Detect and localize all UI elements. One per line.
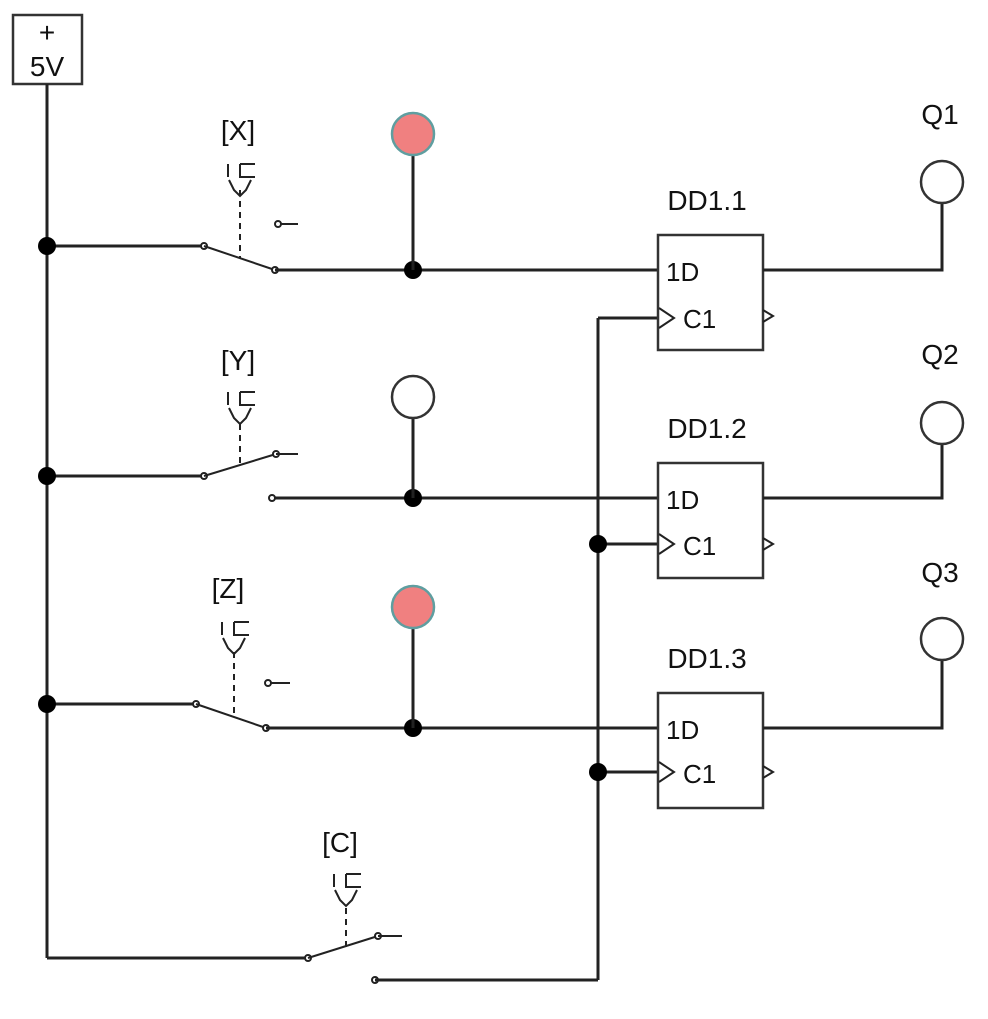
output-q3-lamp: [919, 616, 965, 662]
switch-x-key-label: [X]: [221, 115, 255, 146]
switch-c[interactable]: [C]: [47, 827, 402, 984]
switch-z-blade[interactable]: [195, 703, 267, 729]
dd1-2-label: DD1.2: [667, 413, 746, 444]
switch-z[interactable]: [Z]: [47, 573, 290, 732]
wire-dd2-to-q2: [763, 444, 944, 500]
junction-clock-dd2: [589, 535, 607, 553]
lamp-3-indicator: [390, 584, 436, 630]
power-voltage-label: 5V: [30, 51, 65, 82]
switch-x[interactable]: [X]: [47, 115, 298, 274]
dd1-3-body: [656, 691, 765, 810]
power-plus-symbol: +: [39, 17, 55, 48]
dd1-2-body: [656, 461, 765, 580]
output-q3-label: Q3: [921, 557, 958, 588]
junction-rail-x: [38, 237, 56, 255]
switch-z-contact-high: [264, 679, 272, 687]
dd1-1-body: [656, 233, 765, 352]
dd1-3-label: DD1.3: [667, 643, 746, 674]
switch-y-actuator-icon: [227, 391, 255, 426]
dd1-2-inverted-output-icon: [762, 537, 775, 551]
flipflop-dd1-3: DD1.3 1D C1: [656, 643, 775, 810]
dd1-3-c-pin: C1: [683, 759, 716, 789]
output-q2-label: Q2: [921, 339, 958, 370]
dd1-1-c-pin: C1: [683, 304, 716, 334]
dd1-2-clock-triangle-icon: [658, 533, 676, 555]
junction-rail-z: [38, 695, 56, 713]
lamp-1-indicator: [390, 111, 436, 157]
switch-c-key-label: [C]: [322, 827, 358, 858]
dd1-3-inverted-output-icon: [762, 765, 775, 779]
dd1-1-label: DD1.1: [667, 185, 746, 216]
wire-dd1-to-q1: [763, 202, 944, 272]
output-q1-lamp: [919, 159, 965, 205]
dd1-2-c-pin: C1: [683, 531, 716, 561]
wire-dd3-to-q3: [763, 660, 944, 730]
dd1-3-clock-triangle-icon: [658, 761, 676, 783]
output-q1-label: Q1: [921, 99, 958, 130]
switch-c-blade[interactable]: [307, 935, 379, 959]
dd1-1-inverted-output-icon: [762, 309, 775, 323]
switch-z-key-label: [Z]: [212, 573, 245, 604]
dd1-3-d-pin: 1D: [666, 715, 699, 745]
switch-y-key-label: [Y]: [221, 345, 255, 376]
switch-y-blade[interactable]: [203, 453, 277, 477]
flipflop-dd1-2: DD1.2 1D C1: [656, 413, 775, 580]
switch-x-actuator-icon: [227, 163, 255, 198]
power-source-box: [11, 13, 84, 86]
output-q2-lamp: [919, 400, 965, 446]
power-source: + 5V: [11, 13, 84, 86]
switch-y-contact-low: [268, 494, 276, 502]
dd1-1-clock-triangle-icon: [658, 307, 676, 329]
dd1-1-d-pin: 1D: [666, 257, 699, 287]
junction-rail-y: [38, 467, 56, 485]
junction-clock-dd3: [589, 763, 607, 781]
switch-z-actuator-icon: [221, 621, 249, 656]
flipflop-dd1-1: DD1.1 1D C1: [656, 185, 775, 352]
switch-c-actuator-icon: [333, 873, 361, 908]
lamp-2-indicator: [390, 374, 436, 420]
switch-y[interactable]: [Y]: [47, 345, 298, 502]
dd1-2-d-pin: 1D: [666, 485, 699, 515]
switch-x-contact-high: [274, 220, 282, 228]
